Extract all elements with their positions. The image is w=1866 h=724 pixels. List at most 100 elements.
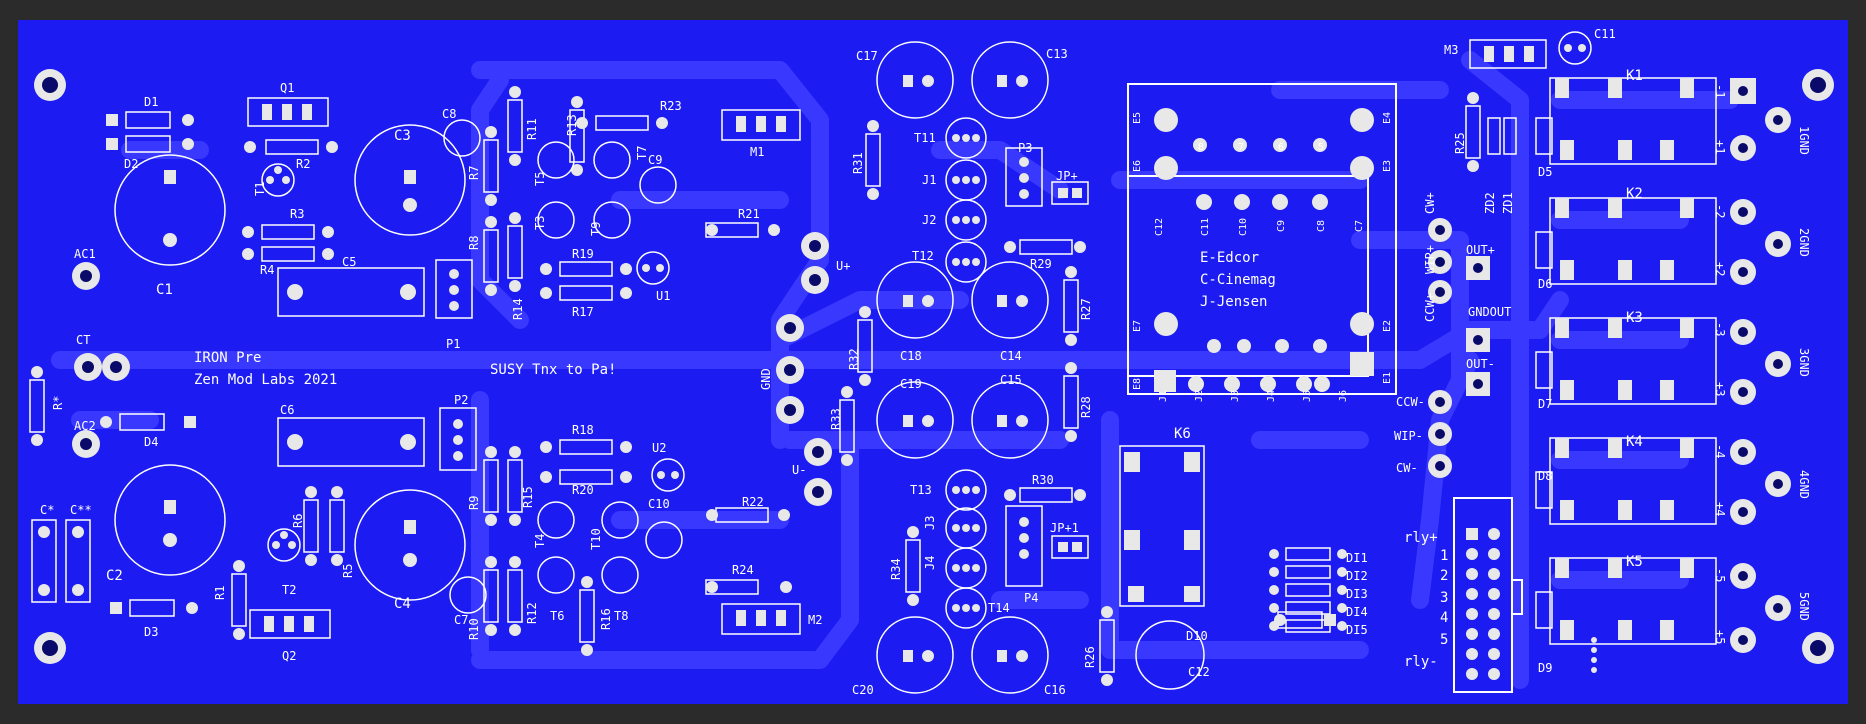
pin-plus-5: +5: [1713, 630, 1727, 644]
ref-r25: R25: [1453, 132, 1467, 154]
ref-t7: T7: [635, 146, 649, 160]
ref-q2: Q2: [282, 649, 296, 663]
mounting-holes: [34, 69, 1834, 664]
ref-k1: K1: [1626, 68, 1643, 84]
tx-pin-j5: J5: [1302, 390, 1313, 402]
ref-zd1: ZD1: [1501, 192, 1515, 214]
ref-e8: E8: [1132, 378, 1143, 390]
ref-c15: C15: [1000, 373, 1022, 387]
ref-r28: R28: [1079, 396, 1093, 418]
ref-jp-plus1: JP+1: [1050, 521, 1079, 535]
legend-edcor: E-Edcor: [1200, 250, 1259, 266]
board-credit: SUSY Tnx to Pa!: [490, 362, 616, 378]
ref-r2: R2: [296, 157, 310, 171]
ref-c18: C18: [900, 349, 922, 363]
tx-tap-5: 5: [1318, 142, 1324, 153]
ref-t14: T14: [988, 601, 1010, 615]
ref-r24: R24: [732, 563, 754, 577]
legend-cinemag: C-Cinemag: [1200, 272, 1276, 288]
ref-t10: T10: [589, 528, 603, 550]
ref-c-star-star: C**: [70, 503, 92, 517]
ref-r33: R33: [829, 408, 843, 430]
ref-e4: E4: [1382, 112, 1393, 124]
u-minus-label: U-: [792, 463, 806, 477]
resistor-pads: [31, 86, 1479, 686]
ref-p3: P3: [1018, 141, 1032, 155]
ref-zd2: ZD2: [1483, 192, 1497, 214]
tx-tap-6: 6: [1278, 142, 1284, 153]
ref-r22: R22: [742, 495, 764, 509]
ct-label: CT: [76, 333, 90, 347]
ref-r18: R18: [572, 423, 594, 437]
pin-4gnd: 4GND: [1797, 470, 1811, 499]
tx-pin-c9: C9: [1276, 220, 1287, 232]
ref-r15: R15: [521, 486, 535, 508]
ref-r12: R12: [525, 602, 539, 624]
ref-k4: K4: [1626, 434, 1643, 450]
ref-c-star: C*: [40, 503, 54, 517]
ref-k5: K5: [1626, 554, 1643, 570]
output-holes: [1738, 86, 1783, 645]
pin-cw-minus: CW-: [1396, 461, 1418, 475]
tx-pin-c11: C11: [1200, 218, 1211, 236]
ref-c6: C6: [280, 403, 294, 417]
pin-1gnd: 1GND: [1797, 126, 1811, 155]
pin-ccw-minus: CCW-: [1396, 395, 1425, 409]
ref-r23: R23: [660, 99, 682, 113]
pin-wip-plus: WIP+: [1423, 245, 1437, 274]
pin-plus-1: +1: [1713, 140, 1727, 154]
ref-t11: T11: [914, 131, 936, 145]
u-plus-label: U+: [836, 259, 850, 273]
ref-e6: E6: [1132, 160, 1143, 172]
ref-d7: D7: [1538, 397, 1552, 411]
silkscreen-labels: IRON Pre Zen Mod Labs 2021 SUSY Tnx to P…: [40, 27, 1811, 697]
ref-c16: C16: [1044, 683, 1066, 697]
ref-d10: D10: [1186, 629, 1208, 643]
film-capacitors: [31, 267, 425, 603]
pin-minus-1: -1: [1713, 84, 1727, 98]
ref-r9: R9: [467, 496, 481, 510]
pin-plus-4: +4: [1713, 502, 1727, 516]
pin-num-5: 5: [1440, 632, 1448, 648]
pin-minus-5: -5: [1713, 568, 1727, 582]
ref-t3: T3: [533, 216, 547, 230]
ref-c20: C20: [852, 683, 874, 697]
terminal-pads: [72, 218, 1490, 506]
pin-ccw-plus: CCW+: [1423, 293, 1437, 322]
ref-d5: D5: [1538, 165, 1552, 179]
tx-pin-j6: J6: [1338, 390, 1349, 402]
ref-r19: R19: [572, 247, 594, 261]
ref-r5: R5: [341, 564, 355, 578]
pin-5gnd: 5GND: [1797, 592, 1811, 621]
ref-e5: E5: [1132, 112, 1143, 124]
gnd-label: GND: [759, 368, 773, 390]
board-title: IRON Pre: [194, 350, 261, 366]
transistor-pads: [266, 44, 1586, 612]
ref-u1: U1: [656, 289, 670, 303]
ref-r29: R29: [1030, 257, 1052, 271]
ref-r14: R14: [511, 298, 525, 320]
ref-c8: C8: [442, 107, 456, 121]
copper-traces: [51, 51, 1739, 689]
ref-ac2: AC2: [74, 419, 96, 433]
ref-k3: K3: [1626, 310, 1643, 326]
ref-d9: D9: [1538, 661, 1552, 675]
ref-r1: R1: [213, 586, 227, 600]
ref-t9: T9: [589, 222, 603, 236]
trimmer-pads: [449, 157, 1082, 559]
ref-e3: E3: [1382, 160, 1393, 172]
ref-di3: DI3: [1346, 587, 1368, 601]
pin-3gnd: 3GND: [1797, 348, 1811, 377]
ref-r4: R4: [260, 263, 274, 277]
ref-c5: C5: [342, 255, 356, 269]
power-transistors: [247, 39, 1547, 639]
ref-p1: P1: [446, 337, 460, 351]
ref-r11: R11: [525, 118, 539, 140]
ref-t12: T12: [912, 249, 934, 263]
ref-k6: K6: [1174, 426, 1191, 442]
ref-d4: D4: [144, 435, 158, 449]
ref-c9: C9: [648, 153, 662, 167]
ref-c12: C12: [1188, 665, 1210, 679]
cap-pads: [163, 75, 1028, 662]
